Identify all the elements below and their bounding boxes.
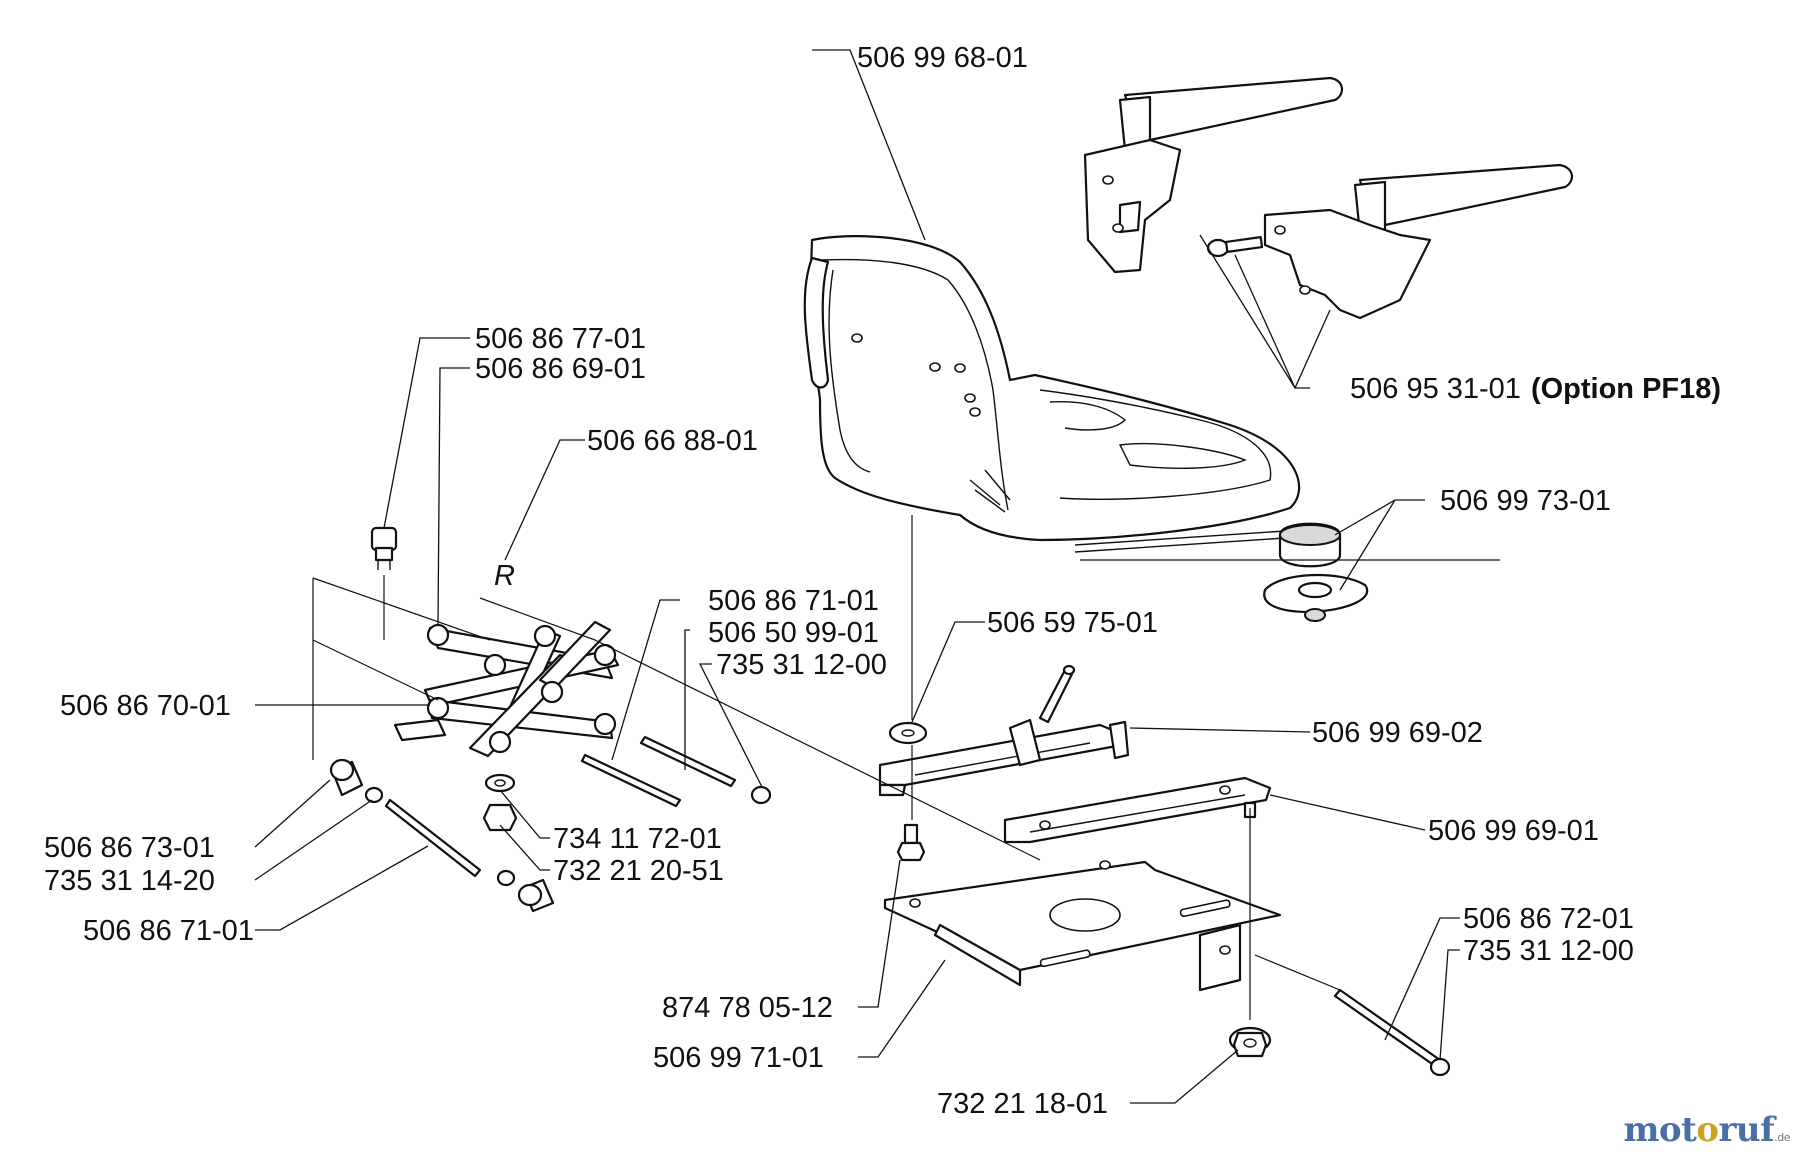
rail-left [878,664,1130,797]
label-seat: 506 99 68-01 [857,42,1028,74]
label-cap: 506 86 77-01 [475,323,646,355]
label-bumper-top: 506 99 73-01 [1440,485,1611,517]
label-ring-a: 735 31 12-00 [716,649,887,681]
cap-screw [370,526,398,570]
watermark-logo: motoruf.de [1623,1110,1790,1150]
label-clip-r: 506 66 88-01 [587,425,758,457]
label-rail-left: 506 99 69-02 [1312,717,1483,749]
screw-874 [896,823,926,862]
label-nut-flange: 732 21 18-01 [937,1088,1108,1120]
label-nut-small: 732 21 20-51 [553,855,724,887]
label-armrest: 506 95 31-01 [1350,373,1521,405]
label-rail-right: 506 99 69-01 [1428,815,1599,847]
scissor-linkage [393,620,620,758]
label-link-lower: 506 86 70-01 [60,690,231,722]
label-armrest-option: (Option PF18) [1531,373,1721,405]
rods [384,735,1442,1068]
label-rod-c: 506 86 71-01 [83,915,254,947]
rail-right [1003,776,1272,844]
label-plate: 506 99 71-01 [653,1042,824,1074]
armrest-left [1083,76,1343,274]
label-link-upper: 506 86 69-01 [475,353,646,385]
label-ring-b: 735 31 14-20 [44,865,215,897]
label-washer-small: 734 11 72-01 [553,823,722,855]
label-rod-b: 506 50 99-01 [708,617,879,649]
label-ring-c: 735 31 12-00 [1463,935,1634,967]
r-clip: R [494,560,515,592]
label-screw: 874 78 05-12 [662,992,833,1024]
bushes [329,758,555,913]
rubber-bumper [1263,522,1369,622]
assembly-lines [312,515,1500,1020]
washer-top [888,721,928,745]
base-plate [883,860,1282,992]
flange-nut [1228,1026,1272,1058]
armrest-screw [1206,236,1264,258]
part-labels: 506 99 68-01 506 95 31-01 (Option PF18) … [44,42,1721,1120]
label-rod-a: 506 86 71-01 [708,585,879,617]
seat-shell [803,235,1301,553]
label-rod-d: 506 86 72-01 [1463,903,1634,935]
small-rings [364,785,1451,1077]
leader-lines [254,49,1460,1104]
armrest-right [1263,163,1573,320]
label-washer-top: 506 59 75-01 [987,607,1158,639]
label-bush: 506 86 73-01 [44,832,215,864]
